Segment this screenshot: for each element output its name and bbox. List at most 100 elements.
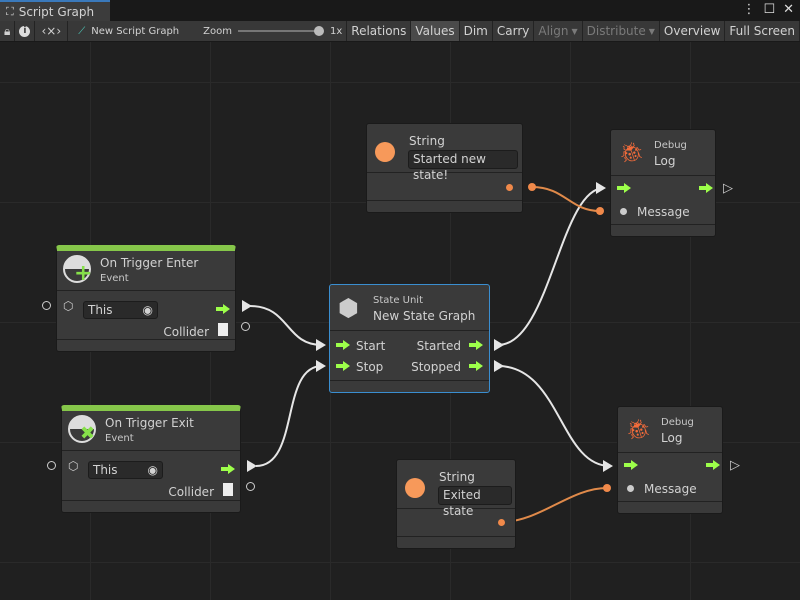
state-unit-node[interactable]: ⬢ State Unit New State Graph Start Stop …: [329, 284, 490, 393]
hierarchy-icon: ⛶: [6, 4, 14, 18]
bug-icon: 🐞︎: [619, 140, 645, 164]
trigger-exit-flow-out-port[interactable]: [247, 460, 257, 472]
start-label: Start: [356, 339, 386, 353]
flow-out-arrow-icon: [221, 464, 235, 474]
caret-down-icon: ▼: [648, 26, 655, 36]
carry-button[interactable]: Carry: [493, 21, 535, 41]
started-label: Started: [416, 339, 461, 353]
node-title: New State Graph: [373, 309, 476, 323]
string-output-port[interactable]: [506, 184, 513, 191]
target-field[interactable]: This◉: [88, 461, 163, 479]
node-title: On Trigger Enter: [100, 256, 199, 270]
collider-output-port[interactable]: [246, 482, 255, 491]
info-icon: i: [19, 25, 31, 37]
string-value-input[interactable]: Started new state!: [408, 150, 518, 182]
full-screen-button[interactable]: Full Screen: [725, 21, 800, 41]
zoom-label: Zoom: [203, 25, 232, 37]
graph-name-link[interactable]: New Script Graph: [91, 25, 180, 37]
target-picker-icon[interactable]: ◉: [147, 463, 158, 477]
flow-out-arrow-icon: [469, 340, 483, 350]
on-trigger-enter-node[interactable]: + On Trigger Enter Event ⬡ This◉ Collide…: [56, 245, 236, 352]
caret-down-icon: ▼: [571, 26, 578, 36]
string-output-port[interactable]: [498, 519, 505, 526]
distribute-dropdown[interactable]: Distribute▼: [583, 21, 660, 41]
flow-out-arrow-icon: [469, 361, 483, 371]
graph-icon: ⟋: [78, 25, 86, 37]
flow-in-arrow-icon: [617, 183, 631, 193]
message-label: Message: [644, 482, 697, 496]
bug-icon: 🐞︎: [626, 417, 652, 441]
message-label: Message: [637, 205, 690, 219]
on-trigger-exit-node[interactable]: ✖ On Trigger Exit Event ⬡ This◉ Collider: [61, 405, 241, 513]
string-value-input[interactable]: Exited state: [438, 486, 512, 518]
stop-input-port[interactable]: [316, 360, 326, 372]
string-icon: [375, 142, 395, 162]
debug-log-node[interactable]: 🐞︎ Debug Log Message: [610, 129, 716, 237]
node-category: Debug: [654, 140, 687, 151]
start-input-port[interactable]: [316, 339, 326, 351]
zoom-slider[interactable]: [237, 26, 324, 36]
node-subtitle: Event: [100, 273, 129, 284]
zoom-slider-handle[interactable]: [314, 26, 324, 36]
node-title: String: [439, 470, 475, 484]
string-node[interactable]: String Exited state: [396, 459, 516, 549]
node-title: On Trigger Exit: [105, 416, 194, 430]
overview-button[interactable]: Overview: [660, 21, 726, 41]
tab-bar: ⛶ Script Graph ⋮ ☐ ✕: [0, 0, 800, 21]
gameobject-icon: ⬡: [68, 459, 79, 473]
stopped-label: Stopped: [411, 360, 461, 374]
info-button[interactable]: i: [15, 21, 36, 41]
node-title: Log: [654, 154, 676, 168]
collider-label: Collider: [163, 325, 209, 339]
collider-label: Collider: [168, 485, 214, 499]
target-field[interactable]: This◉: [83, 301, 158, 319]
log2-flow-in-port[interactable]: [603, 460, 613, 472]
string-node[interactable]: String Started new state!: [366, 123, 523, 213]
stopped-output-port[interactable]: [494, 360, 504, 372]
document-icon: [223, 483, 233, 496]
started-output-port[interactable]: [494, 339, 504, 351]
flow-in-arrow-icon: [624, 460, 638, 470]
log1-flow-out-port[interactable]: ▷: [723, 181, 733, 196]
node-category: State Unit: [373, 295, 424, 306]
node-subtitle: Event: [105, 433, 134, 444]
flow-out-arrow-icon: [216, 304, 230, 314]
lock-button[interactable]: 🔒︎: [0, 21, 16, 41]
gameobject-icon: ⬡: [63, 299, 74, 313]
trigger-exit-input-port[interactable]: [47, 461, 56, 470]
log2-flow-out-port[interactable]: ▷: [730, 458, 740, 473]
more-options-icon[interactable]: ⋮: [742, 2, 756, 17]
variables-button[interactable]: ‹×›: [35, 21, 69, 41]
stop-label: Stop: [356, 360, 384, 374]
trigger-enter-flow-out-port[interactable]: [242, 300, 252, 312]
toolbar: 🔒︎ i ‹×› ⟋ New Script Graph Zoom 1x Rela…: [0, 21, 800, 42]
plus-icon: +: [74, 261, 93, 286]
maximize-icon[interactable]: ☐: [763, 2, 776, 17]
relations-button[interactable]: Relations: [347, 21, 412, 41]
target-picker-icon[interactable]: ◉: [142, 303, 153, 317]
message-port-dot: [627, 485, 634, 492]
node-category: Debug: [661, 417, 694, 428]
flow-out-arrow-icon: [706, 460, 720, 470]
tab-script-graph[interactable]: ⛶ Script Graph: [0, 0, 110, 21]
x-icon: ✖: [80, 423, 96, 444]
code-icon: ‹×›: [41, 24, 62, 38]
trigger-enter-input-port[interactable]: [42, 301, 51, 310]
debug-log-node[interactable]: 🐞︎ Debug Log Message: [617, 406, 723, 514]
flow-out-arrow-icon: [699, 183, 713, 193]
graph-breadcrumb: ⟋ New Script Graph Zoom 1x: [68, 21, 348, 41]
string-icon: [405, 478, 425, 498]
collider-output-port[interactable]: [241, 322, 250, 331]
state-graph-icon: ⬢: [338, 294, 359, 322]
zoom-value: 1x: [330, 25, 343, 37]
values-button[interactable]: Values: [411, 21, 460, 41]
node-title: String: [409, 134, 445, 148]
close-icon[interactable]: ✕: [783, 2, 794, 17]
lock-icon: 🔒︎: [4, 23, 11, 38]
dim-button[interactable]: Dim: [460, 21, 493, 41]
log1-flow-in-port[interactable]: [596, 182, 606, 194]
flow-in-arrow-icon: [336, 361, 350, 371]
message-port-dot: [620, 208, 627, 215]
node-title: Log: [661, 431, 683, 445]
align-dropdown[interactable]: Align▼: [534, 21, 583, 41]
